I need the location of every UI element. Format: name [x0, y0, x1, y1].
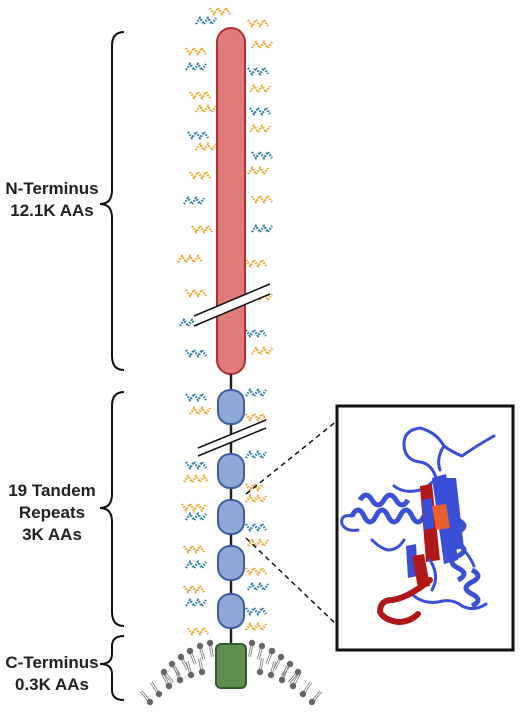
axis-break-repeats: [197, 419, 267, 457]
brace-tandem-repeats: [99, 391, 125, 627]
tandem-repeats-subtitle: Repeats: [18, 503, 86, 522]
tandem-repeats-length: 3K AAs: [22, 525, 82, 544]
n-terminus-title: N-Terminus: [5, 179, 99, 198]
glycans-n-domain: [177, 5, 273, 359]
axis-break-n: [193, 283, 271, 327]
structure-inset: [335, 404, 515, 652]
c-terminus-label: C-Terminus 0.3K AAs: [0, 652, 104, 696]
c-terminus-length: 0.3K AAs: [14, 675, 89, 694]
tandem-repeats-title: 19 Tandem: [8, 481, 96, 500]
c-terminus-title: C-Terminus: [5, 653, 99, 672]
repeat-domain: [217, 593, 245, 629]
transmembrane-domain: [215, 643, 247, 689]
repeat-domain: [217, 453, 245, 489]
tandem-repeat-domains: [217, 389, 245, 629]
repeat-domain: [217, 499, 245, 535]
brace-c-terminus: [99, 635, 125, 701]
repeat-domain: [217, 545, 245, 581]
callout-lines: [245, 419, 339, 627]
n-terminus-length: 12.1K AAs: [10, 201, 94, 220]
tandem-repeats-label: 19 Tandem Repeats 3K AAs: [0, 480, 104, 546]
glycans-repeats: [181, 387, 269, 637]
repeat-domain: [217, 389, 245, 425]
brace-n-terminus: [99, 31, 125, 371]
n-terminus-label: N-Terminus 12.1K AAs: [0, 178, 104, 222]
n-terminal-domain: [216, 27, 246, 375]
